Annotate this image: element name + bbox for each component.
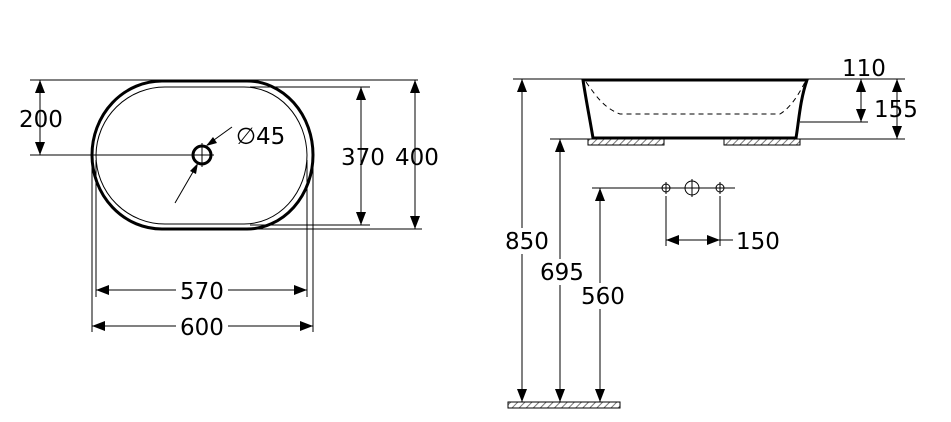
dim-110-label: 110 <box>842 56 886 82</box>
dim-155-label: 155 <box>874 97 918 123</box>
dim-695-label: 695 <box>540 260 584 286</box>
basin-inner-outline <box>95 86 308 225</box>
top-view: 200 ∅45 370 400 570 <box>19 79 439 341</box>
dim-400-label: 400 <box>395 145 439 171</box>
dim-570-label: 570 <box>180 279 224 305</box>
counter-support-right <box>723 138 801 146</box>
dim-370-label: 370 <box>341 145 385 171</box>
dim-560-label: 560 <box>581 284 625 310</box>
dim-600-label: 600 <box>180 315 224 341</box>
basin-bowl-hidden-line <box>585 81 806 115</box>
dim-850-label: 850 <box>505 229 549 255</box>
drain-diameter-label: ∅45 <box>236 124 285 150</box>
dim-200-label: 200 <box>19 107 63 133</box>
side-view: 110 155 850 695 560 <box>502 56 918 409</box>
counter-support-left <box>587 138 665 146</box>
dim-150-label: 150 <box>736 229 780 255</box>
basin-side-outline <box>581 78 810 140</box>
floor <box>507 401 621 409</box>
basin-outer-outline <box>90 79 315 231</box>
